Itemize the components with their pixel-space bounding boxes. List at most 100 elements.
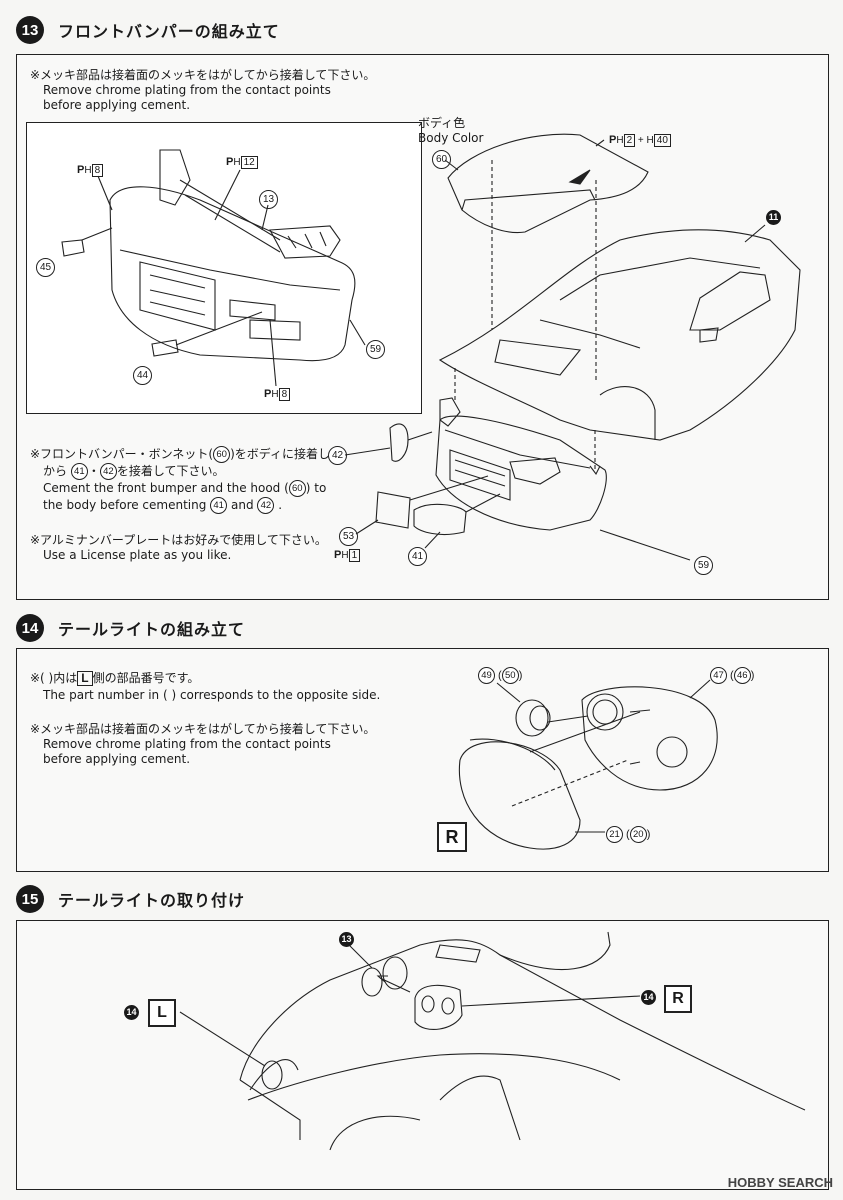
chrome-note-en-2: before applying cement.: [43, 98, 191, 112]
lens-21: [458, 738, 581, 850]
side-note-jp-a: ※( )内は: [30, 671, 78, 685]
label-part-13: 13: [259, 190, 278, 209]
label-part-59-inset: 59: [366, 340, 385, 359]
arrow-lens-1: [529, 711, 641, 753]
part-41-shape: [413, 503, 467, 535]
side-note-box-l: L: [77, 671, 93, 686]
car-body-part-11: [438, 229, 801, 441]
leader-15-13: [349, 945, 373, 969]
arrow-42: [407, 431, 433, 441]
label-part-42: 42: [328, 446, 347, 465]
cement-note-jp-2a: から: [43, 464, 68, 478]
side-note-jp-b: 側の部品番号です。: [92, 671, 200, 685]
chrome-note-jp: ※メッキ部品は接着面のメッキをはがしてから接着して下さい。: [30, 68, 376, 82]
rear-body-shell: [239, 931, 806, 1151]
leader-ph12: [214, 169, 241, 221]
part-ref-60-en: 60: [288, 480, 306, 497]
leader-53: [355, 519, 379, 535]
cement-note-en-2b: and: [231, 498, 254, 512]
step-14-side-r: R: [437, 822, 467, 852]
step-15-panel: [16, 920, 829, 1190]
leader-ph8-bottom: [269, 319, 277, 387]
plate-note-jp: ※アルミナンバープレートはお好みで使用して下さい。: [30, 533, 327, 547]
leader-42: [344, 447, 391, 456]
leader-ph8-top: [97, 175, 113, 211]
label-15-part-14-right: 14: [641, 990, 656, 1005]
bulb-49: [515, 699, 551, 737]
leader-44: [175, 311, 263, 346]
arrow-41: [465, 493, 501, 513]
dash-lens-2: [511, 759, 629, 807]
leader-47: [689, 679, 711, 699]
step-14-panel: [16, 648, 829, 872]
body-color-label: ボディ色 Body Color: [418, 116, 483, 146]
leader-49: [496, 682, 521, 703]
label-part-60: 60: [432, 150, 451, 169]
arrow-53: [409, 475, 489, 501]
arrow-bulb: [547, 715, 589, 723]
step-14-title: テールライトの組み立て: [58, 620, 246, 639]
step-14-chrome-note: ※メッキ部品は接着面のメッキをはがしてから接着して下さい。 Remove chr…: [30, 722, 375, 767]
leader-60: [444, 159, 459, 171]
leader-11: [744, 224, 766, 243]
step-13-title: フロントバンパーの組み立て: [58, 22, 280, 41]
label-part-11: 11: [766, 210, 781, 225]
leader-15-14-left: [179, 1011, 266, 1067]
step-14-header: 14 テールライトの組み立て: [16, 612, 245, 644]
hood-part-60: [447, 133, 649, 234]
bumper-inset-box: [26, 122, 422, 414]
cement-note-jp-1b: )をボディに接着して: [230, 447, 342, 461]
part-ref-41-en: 41: [210, 497, 228, 514]
bumper-frame-part-13: [159, 149, 341, 259]
label-47-46: 47 (46): [710, 667, 754, 684]
step-15-side-l: L: [148, 999, 176, 1027]
leader-13: [261, 204, 269, 231]
leader-ph2: [595, 139, 605, 147]
label-part-59: 59: [694, 556, 713, 575]
label-49-50: 49 (50): [478, 667, 522, 684]
chrome-note-14-en-1: Remove chrome plating from the contact p…: [43, 737, 331, 751]
leader-15-14-right: [461, 995, 641, 1007]
part-44-shape: [151, 339, 179, 357]
part-ref-42-en: 42: [257, 497, 275, 514]
step-13-number: 13: [16, 16, 44, 44]
label-21-20: 21 (20): [606, 826, 650, 843]
cement-note-en-1b: ) to: [305, 481, 327, 495]
cement-note-jp-2c: を接着して下さい。: [116, 464, 225, 478]
chrome-note-14-en-2: before applying cement.: [43, 752, 191, 766]
leader-41: [424, 531, 441, 549]
step-15-title: テールライトの取り付け: [58, 891, 246, 910]
taillight-assembly-right: [414, 984, 463, 1031]
body-color-en: Body Color: [418, 131, 484, 145]
chrome-note-14-jp: ※メッキ部品は接着面のメッキをはがしてから接着して下さい。: [30, 722, 376, 736]
cement-note-en-2a: the body before cementing: [43, 498, 207, 512]
step-13-chrome-note: ※メッキ部品は接着面のメッキをはがしてから接着して下さい。 Remove chr…: [30, 68, 375, 113]
cement-note-jp-2b: ・: [87, 464, 100, 478]
step-13-header: 13 フロントバンパーの組み立て: [16, 14, 280, 46]
leader-59-inset: [349, 319, 366, 346]
label-15-part-13: 13: [339, 932, 354, 947]
part-45-shape: [61, 239, 85, 257]
label-15-part-14-left: 14: [124, 1005, 139, 1020]
step-13-plate-note: ※アルミナンバープレートはお好みで使用して下さい。 Use a License …: [30, 533, 327, 563]
step-15-number: 15: [16, 885, 44, 913]
side-note-en: The part number in ( ) corresponds to th…: [43, 688, 381, 702]
hobby-search-watermark: HOBBY SEARCH: [727, 1175, 833, 1190]
step-15-header: 15 テールライトの取り付け: [16, 883, 245, 915]
part-53-shape: [375, 491, 411, 529]
step-15-side-r: R: [664, 985, 692, 1013]
arrow-taillight: [379, 977, 411, 993]
label-part-44: 44: [133, 366, 152, 385]
chrome-note-en-1: Remove chrome plating from the contact p…: [43, 83, 331, 97]
part-42-shape: [389, 423, 409, 462]
plate-note-en: Use a License plate as you like.: [43, 548, 232, 562]
leader-59: [599, 529, 691, 561]
